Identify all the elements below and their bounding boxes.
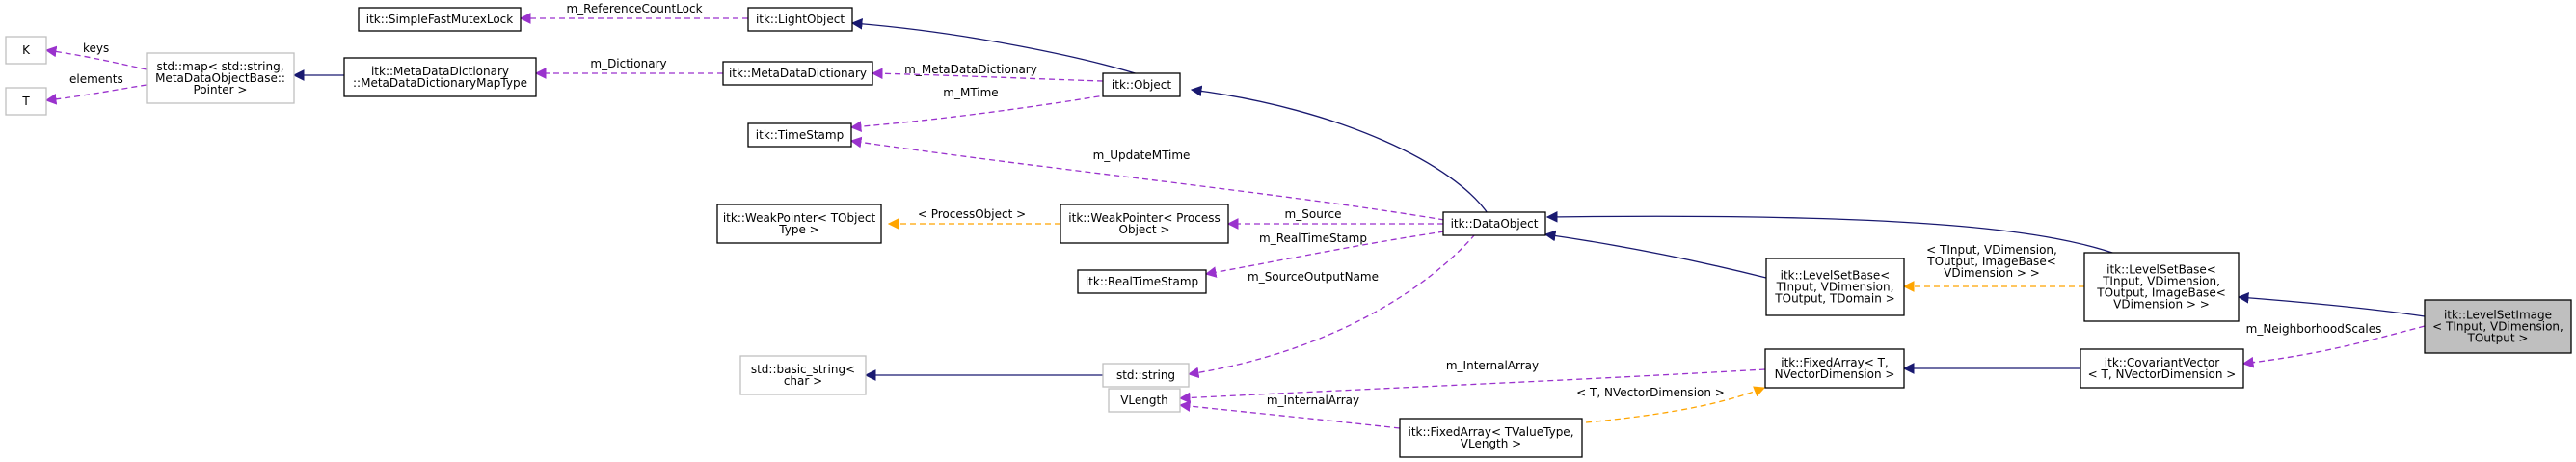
node-label-line: char > [784, 374, 822, 388]
edge-label-procobj: < ProcessObject > [918, 207, 1026, 221]
node-label-line: TInput, VDimension, [1776, 281, 1894, 294]
node-t[interactable]: T [5, 87, 47, 116]
node-covariant-vector[interactable]: itk::CovariantVector< T, NVectorDimensio… [2080, 348, 2244, 389]
node-label-line: TOutput, ImageBase< [2096, 286, 2226, 300]
edge-label-updatemtime: m_UpdateMTime [1093, 149, 1191, 162]
node-label-line: TInput, VDimension, [2102, 275, 2220, 288]
node-label-line: < TInput, VDimension, [2432, 320, 2563, 334]
node-label-line: std::map< std::string, [156, 60, 283, 73]
edge-map-to-k [44, 45, 148, 70]
node-label-line: itk::MetaDataDictionary [729, 67, 867, 80]
edge-label-mtime: m_MTime [943, 86, 998, 99]
edge-fixedarraytv-to-vlength [1178, 400, 1401, 429]
edge-label-refcount: m_ReferenceCountLock [566, 2, 702, 15]
edge-object-to-mdd [871, 68, 1104, 82]
edge-label-dictionary: m_Dictionary [590, 57, 666, 70]
node-label-line: itk::SimpleFastMutexLock [366, 13, 514, 26]
edge-label-intarray2: m_InternalArray [1267, 394, 1359, 407]
edge-lsbimage-to-dataobject [1545, 211, 2122, 257]
edge-labels: keys elements m_ReferenceCountLock m_Dic… [69, 2, 2381, 407]
node-label-line: itk::LevelSetImage [2444, 309, 2552, 322]
edge-label-nbscales: m_NeighborhoodScales [2246, 322, 2382, 336]
edge-fixedarraytv-to-fixedarray [1585, 386, 1766, 423]
node-label-line: NVectorDimension > [1775, 367, 1895, 381]
node-light-object[interactable]: itk::LightObject [747, 7, 853, 32]
edge-label-intarray1: m_InternalArray [1446, 359, 1539, 372]
edge-object-to-timestamp [849, 91, 1129, 132]
node-level-set-image[interactable]: itk::LevelSetImage< TInput, VDimension,T… [2424, 299, 2572, 354]
node-label-line: K [22, 43, 31, 57]
nodes: K T std::map< std::string,MetaDataObject… [5, 7, 2572, 458]
edge-label-sourceoutput: m_SourceOutputName [1248, 270, 1379, 284]
node-std-map[interactable]: std::map< std::string,MetaDataObjectBase… [146, 52, 295, 104]
node-fixed-array-t[interactable]: itk::FixedArray< T,NVectorDimension > [1764, 348, 1905, 389]
edge-object-to-lightobject [850, 17, 1148, 78]
node-label-line: itk::LevelSetBase< [1781, 269, 1891, 283]
edge-dataobject-to-timestamp [849, 136, 1445, 221]
node-label-line: itk::LightObject [756, 13, 845, 26]
edge-dataobject-to-realtimestamp [1204, 231, 1445, 278]
edge-lsimage-to-lsbimage [2237, 291, 2426, 317]
edge-label-lsb-tmpl: < TInput, VDimension,TOutput, ImageBase<… [1926, 243, 2057, 280]
edge-dataobject-to-stdstring [1187, 233, 1476, 379]
edge-label-keys: keys [83, 41, 109, 55]
node-simple-fast-mutex-lock[interactable]: itk::SimpleFastMutexLock [358, 7, 522, 32]
node-weak-pointer-process[interactable]: itk::WeakPointer< ProcessObject > [1060, 204, 1229, 244]
node-level-set-base-tdomain[interactable]: itk::LevelSetBase<TInput, VDimension,TOu… [1765, 258, 1905, 316]
node-label-line: itk::FixedArray< TValueType, [1408, 425, 1573, 439]
edge-dataobject-to-object [1190, 85, 1490, 217]
edge-lsbtdomain-to-dataobject [1543, 230, 1767, 279]
node-basic-string[interactable]: std::basic_string<char > [739, 355, 867, 395]
node-object[interactable]: itk::Object [1102, 72, 1181, 97]
node-std-string[interactable]: std::string [1102, 363, 1190, 388]
node-label-line: itk::CovariantVector [2105, 356, 2219, 369]
node-mdd-map-type[interactable]: itk::MetaDataDictionary::MetaDataDiction… [343, 57, 537, 97]
edge-label-source: m_Source [1285, 207, 1342, 221]
edge-label-realtime: m_RealTimeStamp [1259, 231, 1367, 245]
node-label-line: < T, NVectorDimension > [2088, 367, 2237, 381]
edge-label-elements: elements [69, 72, 123, 86]
node-data-object[interactable]: itk::DataObject [1442, 211, 1546, 236]
node-time-stamp[interactable]: itk::TimeStamp [747, 122, 852, 148]
node-label-line: itk::Object [1112, 78, 1171, 92]
node-fixed-array-tvaluetype[interactable]: itk::FixedArray< TValueType,VLength > [1399, 418, 1583, 458]
node-real-time-stamp[interactable]: itk::RealTimeStamp [1077, 269, 1207, 294]
edges [44, 13, 2426, 429]
node-vlength[interactable]: VLength [1108, 388, 1181, 413]
node-label-line: Pointer > [194, 83, 248, 96]
edge-map-to-t [44, 84, 148, 105]
node-label-line: MetaDataObjectBase:: [155, 71, 285, 85]
node-label-line: TOutput > [2467, 332, 2529, 345]
node-label-line: itk::RealTimeStamp [1086, 275, 1198, 288]
node-level-set-base-image[interactable]: itk::LevelSetBase<TInput, VDimension,TOu… [2083, 252, 2240, 322]
node-label-line: std::string [1116, 368, 1175, 382]
node-metadata-dictionary[interactable]: itk::MetaDataDictionary [722, 61, 873, 86]
node-label-line: TOutput, TDomain > [1774, 292, 1894, 306]
node-label-line: T [21, 95, 30, 108]
node-label-line: VLength [1120, 394, 1168, 407]
node-label-line: Type > [778, 223, 818, 236]
node-label-line: ::MetaDataDictionaryMapType [353, 76, 527, 90]
node-label-line: itk::DataObject [1451, 217, 1539, 231]
node-label-line: Object > [1119, 223, 1170, 236]
edge-fixedarray-to-vlength [1178, 368, 1766, 404]
node-label-line: itk::FixedArray< T, [1781, 356, 1889, 369]
node-label-line: itk::LevelSetBase< [2106, 263, 2216, 277]
node-label-line: itk::WeakPointer< TObject [723, 211, 876, 225]
node-label-line: itk::WeakPointer< Process [1068, 211, 1220, 225]
node-label-line: std::basic_string< [751, 363, 855, 376]
edge-label-mdd-obj: m_MetaDataDictionary [904, 63, 1037, 76]
node-label-line: itk::TimeStamp [756, 128, 844, 142]
node-label-line: VLength > [1461, 437, 1521, 450]
edge-label-fa-tmpl: < T, NVectorDimension > [1576, 386, 1725, 399]
node-label-line: VDimension > > [2113, 298, 2210, 312]
node-k[interactable]: K [5, 36, 47, 65]
node-label-line: itk::MetaDataDictionary [371, 65, 509, 78]
